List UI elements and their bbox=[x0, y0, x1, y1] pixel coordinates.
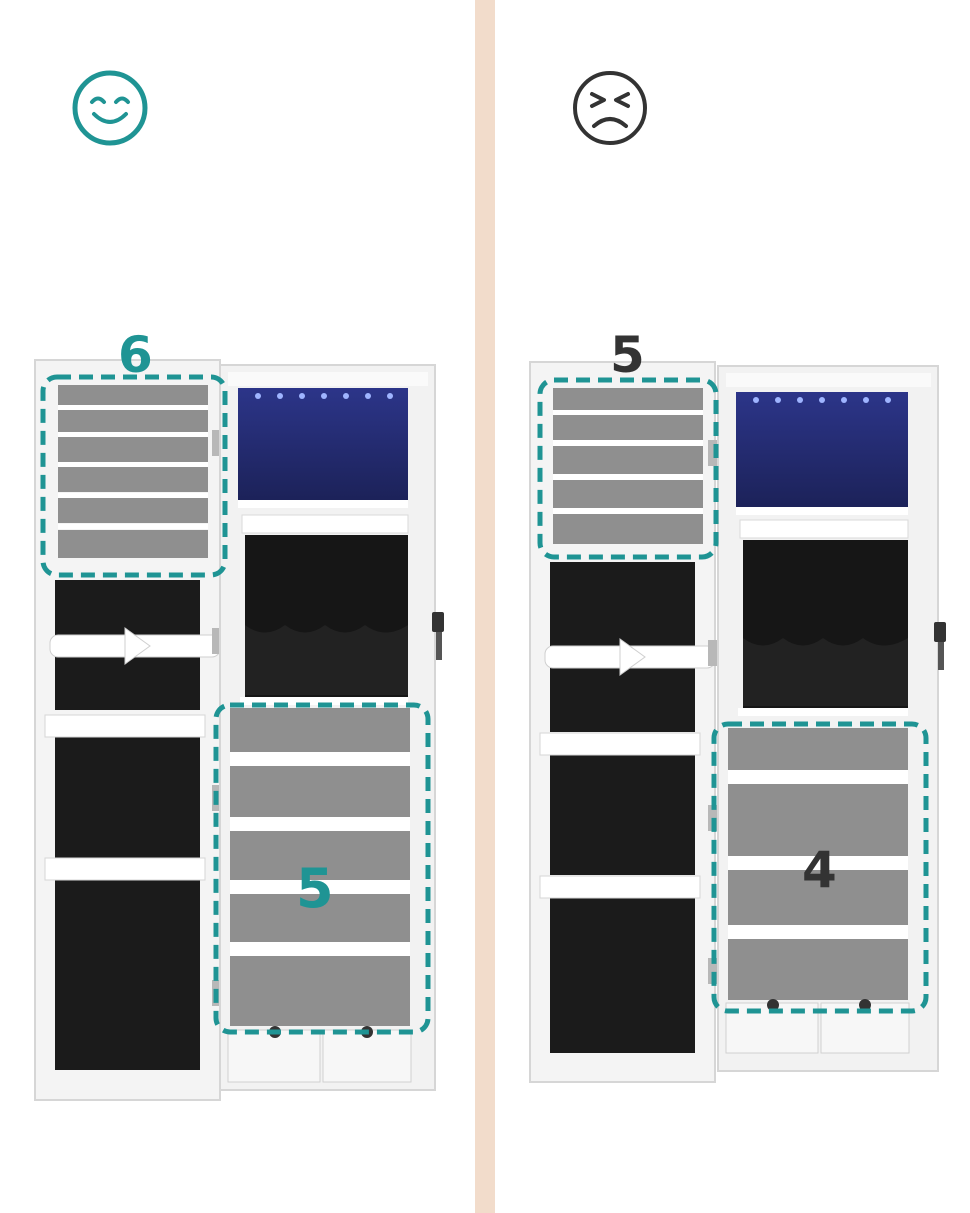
left-cabinet bbox=[34, 359, 444, 1101]
right-bottom-count: 4 bbox=[802, 841, 837, 899]
right-bottom-highlight bbox=[711, 721, 929, 1014]
right-top-count: 5 bbox=[610, 326, 645, 384]
left-top-count: 6 bbox=[118, 326, 153, 384]
left-led-panel bbox=[238, 388, 408, 500]
center-divider bbox=[475, 0, 495, 1213]
frowning-face-icon bbox=[573, 71, 647, 145]
right-top-highlight bbox=[537, 377, 719, 560]
left-bottom-count: 5 bbox=[296, 857, 334, 920]
right-door-earring-rows bbox=[553, 388, 703, 544]
left-top-highlight bbox=[40, 374, 228, 578]
left-bottom-highlight bbox=[213, 702, 431, 1035]
right-led-panel bbox=[736, 392, 908, 507]
smiley-face-icon bbox=[72, 70, 148, 146]
right-cabinet bbox=[529, 361, 946, 1083]
left-door-earring-rows bbox=[58, 385, 208, 558]
